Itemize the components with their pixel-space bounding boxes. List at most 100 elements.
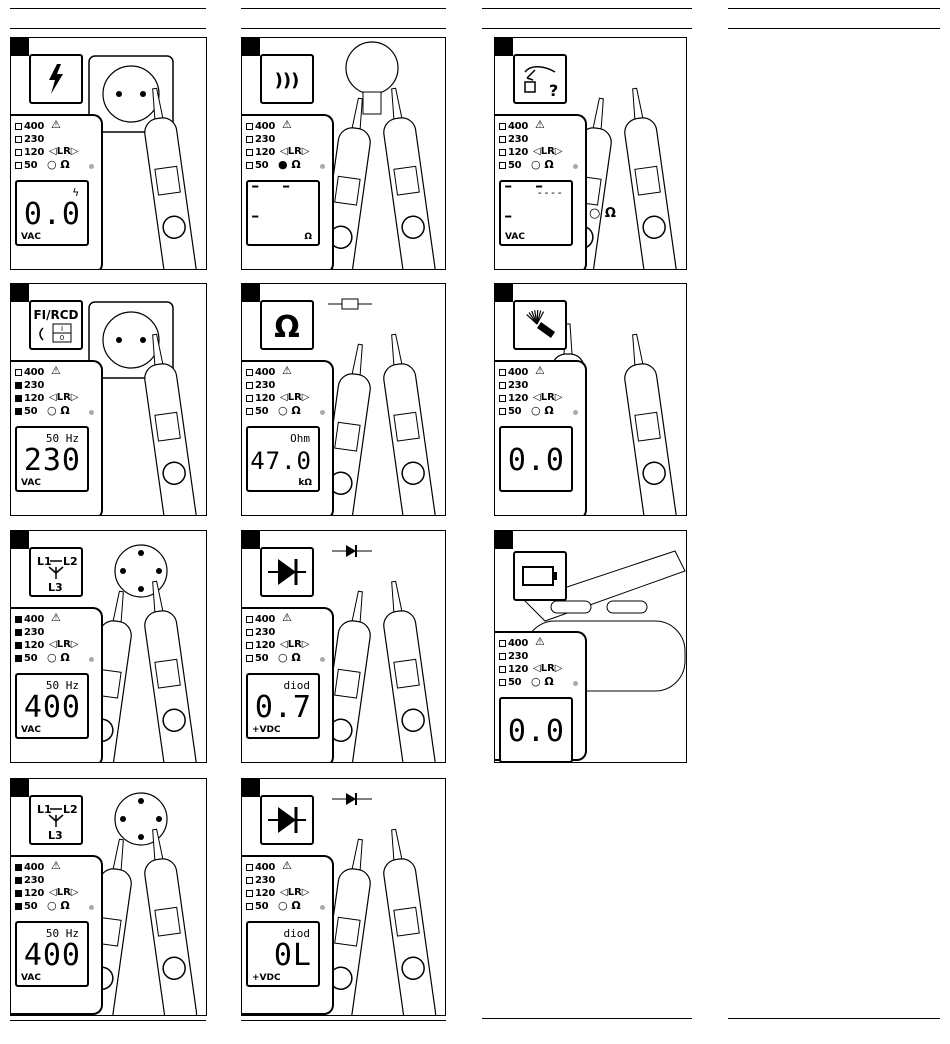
led-label: 230 (255, 134, 275, 145)
led-230: 230 (15, 133, 44, 146)
led-label: 400 (508, 367, 528, 378)
top-rule-4b (728, 28, 940, 29)
status-dot (573, 681, 578, 686)
ohm-indicator: ○ Ω (531, 675, 554, 688)
top-rule-2b (241, 28, 446, 29)
led-label: 50 (508, 406, 522, 417)
ohm-icon: Ω (274, 310, 300, 345)
led-label: 50 (255, 901, 269, 912)
lcd-secondary: ϟ (72, 186, 79, 199)
step-badge (242, 779, 260, 797)
led-label: 230 (24, 627, 44, 638)
led-label: 50 (508, 677, 522, 688)
lcd-secondary: 50 Hz (45, 679, 79, 692)
led-120: 120 (246, 146, 275, 159)
led-indicator (499, 666, 506, 673)
status-dot (320, 657, 325, 662)
tester-probe-l2 (383, 333, 437, 515)
illustration (88, 301, 198, 515)
lcd-main-value: - - - (248, 171, 295, 229)
flashlight-icon (526, 309, 555, 338)
led-indicator (246, 149, 253, 156)
lcd-screen: ----- - -VAC (499, 171, 573, 246)
led-400: 400 (246, 366, 275, 379)
step-badge (495, 38, 513, 56)
battery-cell (606, 600, 648, 614)
led-indicator (15, 642, 22, 649)
led-indicator (15, 877, 22, 884)
battery-icon (522, 566, 557, 586)
diode-icon (268, 807, 306, 833)
led-indicator (15, 655, 22, 662)
mode-icon-box: ))) (260, 54, 314, 104)
led-230: 230 (246, 133, 275, 146)
bottom-rule-1 (10, 1020, 206, 1021)
ohm-indicator: ○ Ω (47, 404, 70, 417)
led-indicator (499, 679, 506, 686)
ohm-indicator: ○ Ω (278, 899, 301, 912)
led-label: 120 (24, 147, 44, 158)
mode-icon-box (513, 300, 567, 350)
led-indicator (15, 408, 22, 415)
led-label: 400 (24, 121, 44, 132)
led-label: 120 (255, 393, 275, 404)
lcd-screen: - - -Ω (246, 171, 320, 246)
led-label: 120 (508, 393, 528, 404)
lcd-secondary: ---- (536, 186, 564, 199)
lr-indicator: ◁LR▷ (49, 146, 78, 157)
led-indicator (246, 903, 253, 910)
lr-indicator: ◁LR▷ (533, 392, 562, 403)
svg-text:L1: L1 (37, 555, 52, 568)
led-400: 400 (246, 120, 275, 133)
bottom-rule-2 (241, 1020, 446, 1021)
top-rule-2 (241, 8, 446, 9)
svg-text:0: 0 (60, 334, 64, 342)
led-label: 400 (508, 638, 528, 649)
led-label: 50 (24, 901, 38, 912)
lr-label: ◁LR▷ (49, 887, 79, 898)
led-label: 120 (255, 147, 275, 158)
lr-label: ◁LR▷ (49, 146, 79, 157)
socket-hole-left (116, 337, 122, 343)
ohm-indicator: ○ Ω (278, 404, 301, 417)
step-badge (242, 38, 260, 56)
lcd-main-value: 230 (23, 443, 81, 478)
led-indicator (246, 616, 253, 623)
socket-hole-left (116, 91, 122, 97)
led-indicator (246, 629, 253, 636)
led-230: 230 (15, 379, 44, 392)
bottom-rule-3 (482, 1018, 692, 1019)
tester-probe-l2 (144, 87, 198, 269)
led-indicator (499, 640, 506, 647)
led-indicator (246, 382, 253, 389)
led-label: 120 (508, 147, 528, 158)
step-badge (11, 779, 29, 797)
tester-probe-l2 (624, 333, 678, 515)
lr-label: ◁LR▷ (280, 887, 310, 898)
svg-text:L2: L2 (63, 555, 78, 568)
ohm-indicator: ● Ω (278, 158, 301, 171)
lr-indicator: ◁LR▷ (280, 392, 309, 403)
lcd-unit: +VDC (252, 725, 281, 735)
led-indicator (499, 162, 506, 169)
socket-hole-right (140, 337, 146, 343)
warning-icon: ⚠ (51, 611, 61, 624)
led-400: 400 (15, 120, 44, 133)
led-indicator (246, 890, 253, 897)
lr-indicator: ◁LR▷ (533, 146, 562, 157)
led-indicator (246, 408, 253, 415)
mode-icon-box (29, 54, 83, 104)
lr-indicator: ◁LR▷ (533, 663, 562, 674)
resistor-body (341, 298, 359, 310)
socket-face (102, 311, 160, 369)
